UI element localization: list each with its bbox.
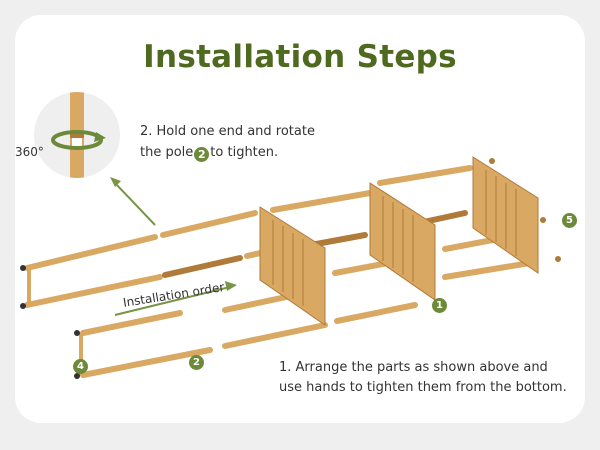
step-2-line-1: 2. Hold one end and rotate bbox=[140, 124, 315, 139]
step-1-text: 1. Arrange the parts as shown above and … bbox=[279, 358, 579, 398]
rotation-degree-label: 360° bbox=[15, 145, 44, 159]
step-2-badge: 2 bbox=[194, 147, 210, 162]
badge-5: 5 bbox=[562, 213, 577, 228]
page-title: Installation Steps bbox=[143, 39, 457, 75]
step-2-line-2-end: to tighten. bbox=[210, 145, 279, 160]
direction-arrow-icon bbox=[114, 182, 156, 226]
instruction-card: Installation Steps 360° 2. Hold one end … bbox=[15, 15, 585, 423]
rotate-arrow-icon bbox=[51, 92, 106, 178]
step-1-line-2: use hands to tighten them from the botto… bbox=[279, 380, 567, 395]
step-1-line-1: 1. Arrange the parts as shown above and bbox=[279, 360, 548, 375]
badge-2: 2 bbox=[189, 355, 204, 370]
rotation-detail-circle bbox=[34, 92, 120, 178]
badge-4: 4 bbox=[73, 359, 88, 374]
badge-1: 1 bbox=[432, 298, 447, 313]
step-2-line-2: the pole bbox=[140, 145, 194, 160]
